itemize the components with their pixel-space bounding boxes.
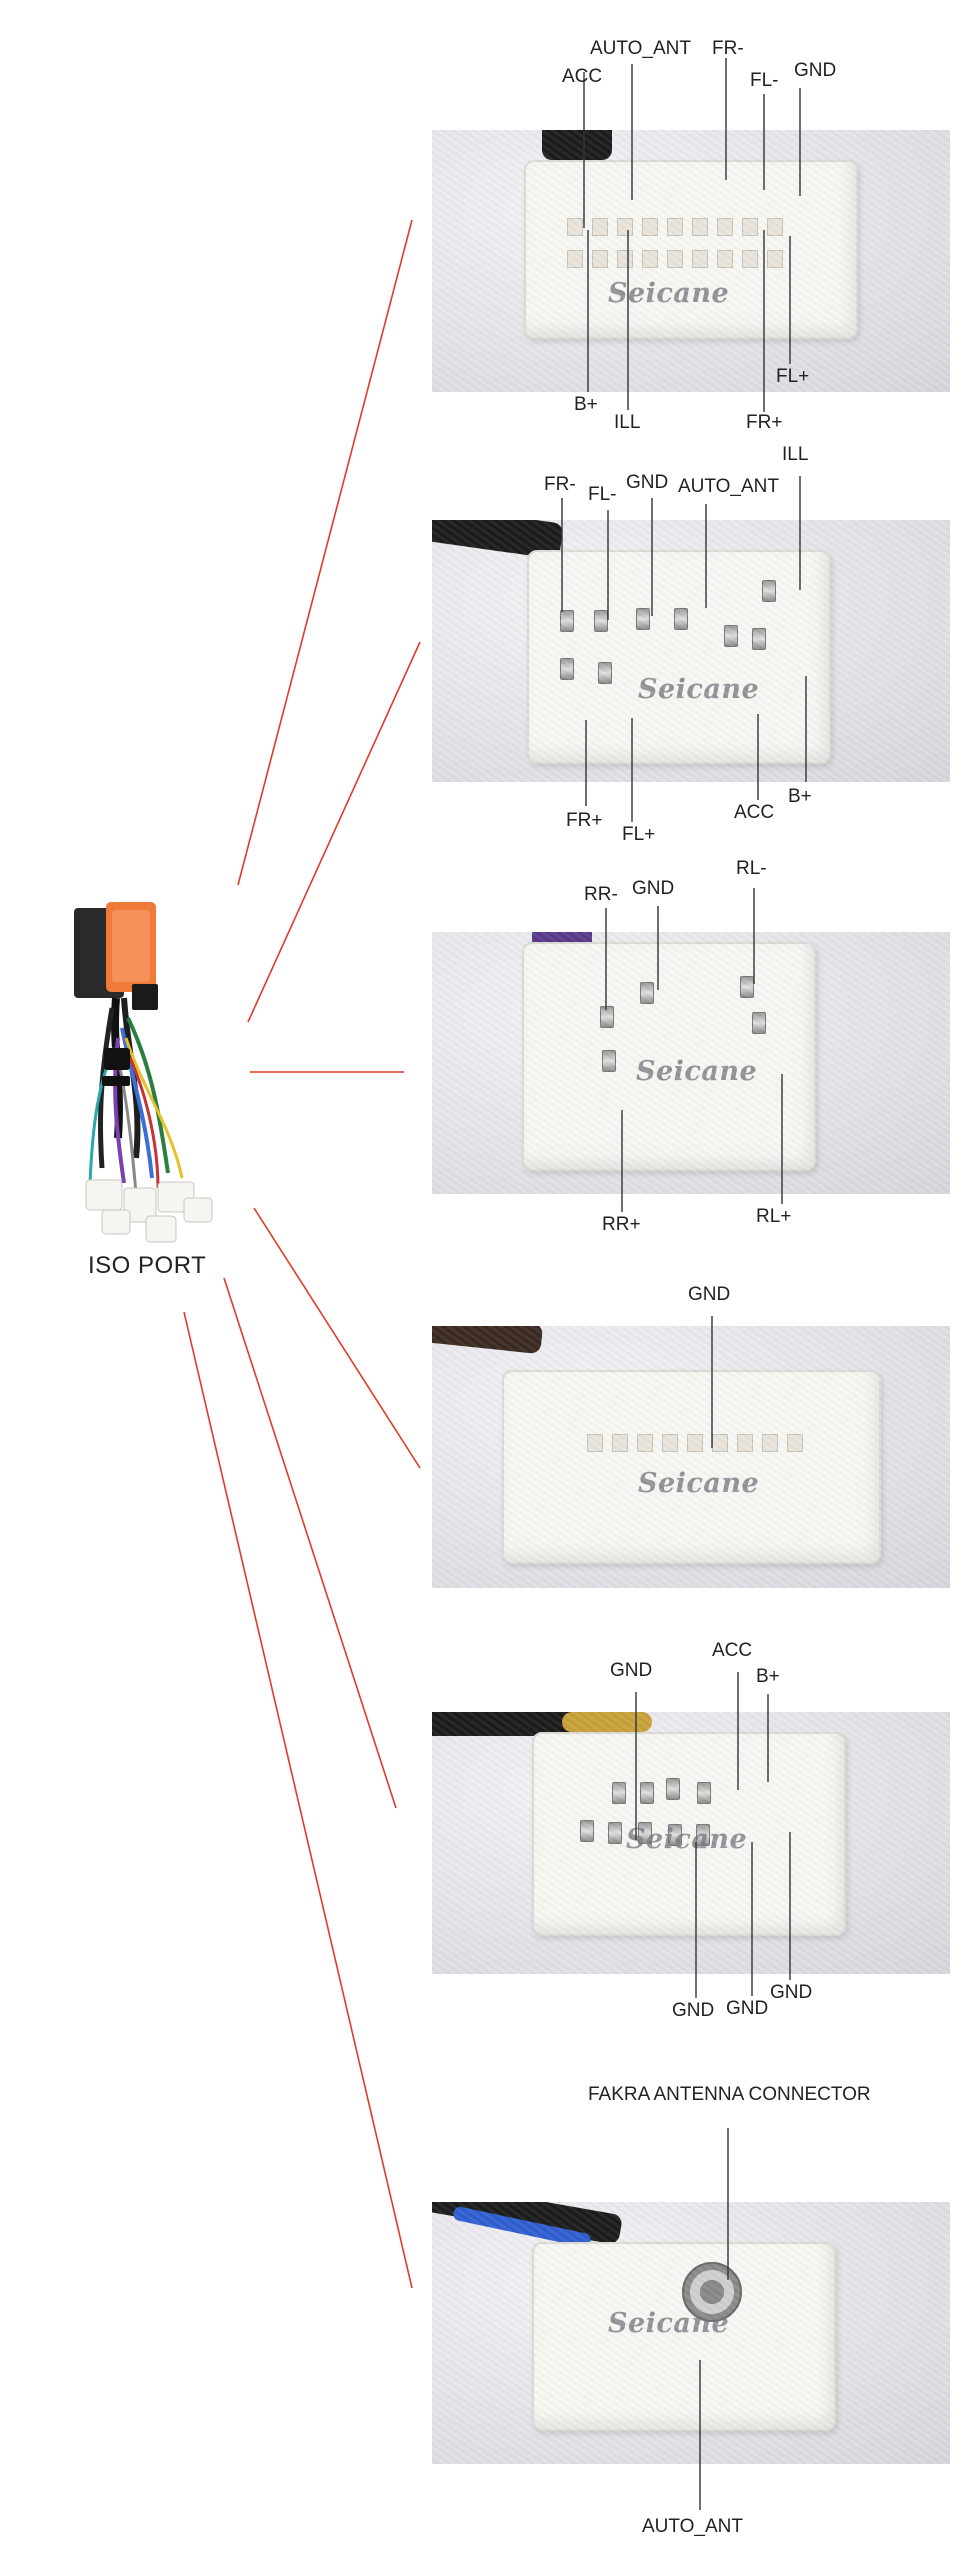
label-acc: ACC — [712, 1640, 753, 1661]
watermark: Seicane — [608, 278, 730, 309]
label-gnd-bottom-1: GND — [672, 2000, 715, 2021]
label-gnd: GND — [626, 472, 669, 493]
label-rl-plus: RL+ — [756, 1206, 792, 1227]
label-rr-minus: RR- — [584, 884, 618, 905]
label-gnd-bottom-3: GND — [770, 1982, 813, 2003]
label-rr-plus: RR+ — [602, 1214, 641, 1235]
label-auto-ant: AUTO_ANT — [642, 2516, 744, 2537]
label-ill: ILL — [782, 444, 809, 465]
label-b-plus: B+ — [756, 1666, 780, 1687]
label-fr-plus: FR+ — [746, 412, 783, 433]
label-fakra-antenna-connector: FAKRA ANTENNA CONNECTOR — [588, 2084, 871, 2105]
label-gnd-top: GND — [610, 1660, 653, 1681]
label-fl-plus: FL+ — [776, 366, 810, 387]
label-gnd: GND — [632, 878, 675, 899]
label-acc: ACC — [734, 802, 775, 823]
label-auto-ant: AUTO_ANT — [590, 38, 692, 59]
label-gnd: GND — [794, 60, 837, 81]
watermark: Seicane — [608, 2308, 730, 2339]
label-rl-minus: RL- — [736, 858, 767, 879]
label-auto-ant: AUTO_ANT — [678, 476, 780, 497]
label-b-plus: B+ — [574, 394, 598, 415]
connector-3-photo: Seicane — [432, 932, 950, 1194]
watermark: Seicane — [626, 1824, 748, 1855]
label-ill: ILL — [614, 412, 641, 433]
label-fr-minus: FR- — [712, 38, 744, 59]
label-gnd-bottom-2: GND — [726, 1998, 769, 2019]
label-fr-plus: FR+ — [566, 810, 603, 831]
iso-port-title: ISO PORT — [88, 1252, 207, 1279]
watermark: Seicane — [638, 674, 760, 705]
watermark: Seicane — [636, 1056, 758, 1087]
label-fr-minus: FR- — [544, 474, 576, 495]
label-acc: ACC — [562, 66, 603, 87]
connector-4-photo: Seicane — [432, 1326, 950, 1588]
connector-1-photo: Seicane — [432, 130, 950, 392]
iso-harness-image — [72, 898, 222, 1248]
connector-6-photo: Seicane — [432, 2202, 950, 2464]
label-fl-minus: FL- — [588, 484, 617, 505]
label-fl-plus: FL+ — [622, 824, 656, 845]
label-fl-minus: FL- — [750, 70, 779, 91]
connector-2-photo: Seicane — [432, 520, 950, 782]
label-b-plus: B+ — [788, 786, 812, 807]
watermark: Seicane — [638, 1468, 760, 1499]
label-gnd: GND — [688, 1284, 731, 1305]
connector-5-photo: Seicane — [432, 1712, 950, 1974]
